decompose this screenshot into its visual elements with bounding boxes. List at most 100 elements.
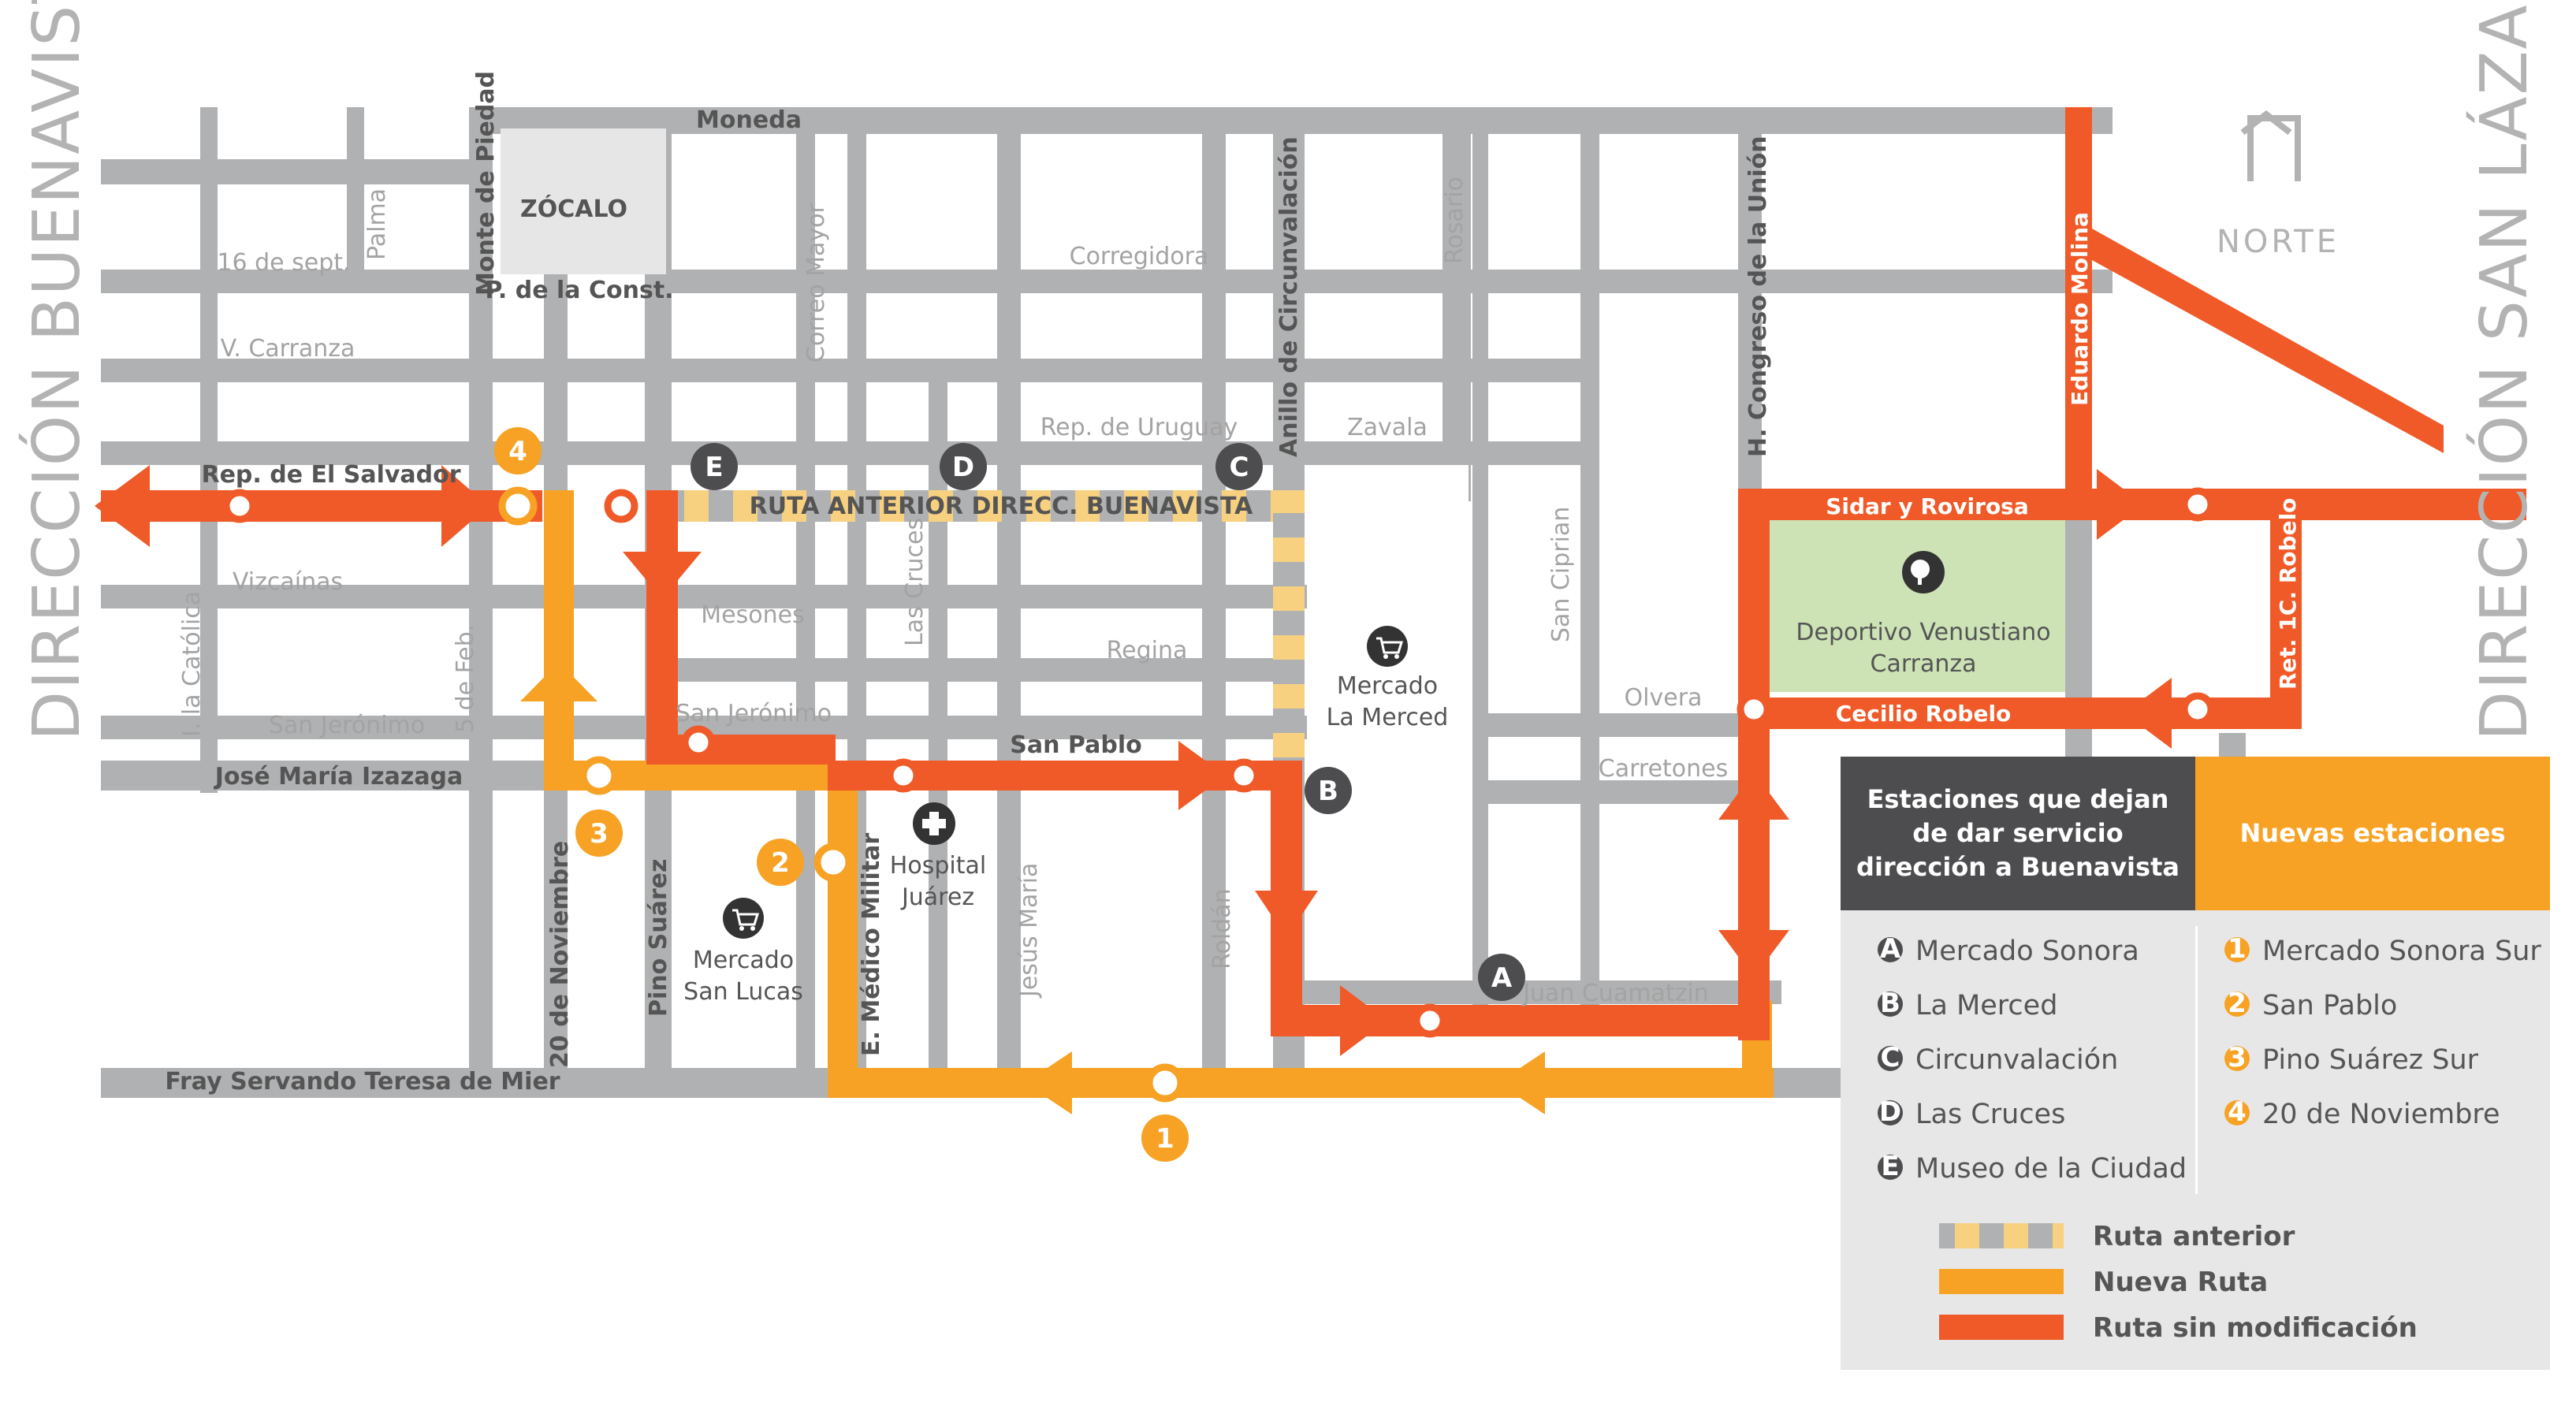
street-san-pablo: San Pablo: [1010, 731, 1141, 759]
zocalo-label: ZÓCALO: [520, 194, 627, 223]
svg-text:Mercado: Mercado: [1337, 672, 1438, 700]
svg-text:B: B: [1880, 988, 1900, 1019]
street-las-cruces: Las Cruces: [901, 518, 929, 646]
legend-new-header: Nuevas estaciones: [2240, 818, 2506, 848]
street-izazaga: José María Izazaga: [214, 763, 463, 791]
street-corregidora: Corregidora: [1070, 243, 1209, 270]
svg-text:1: 1: [2228, 933, 2247, 965]
svg-text:Museo de la Ciudad: Museo de la Ciudad: [1915, 1153, 2187, 1185]
badge-2: 2: [757, 839, 804, 886]
street-16-sept: 16 de sept.: [217, 249, 350, 277]
compass-label: NORTE: [2217, 224, 2340, 260]
svg-text:C: C: [1230, 452, 1249, 483]
swatch-nueva-ruta: [1939, 1269, 2064, 1294]
svg-text:Las Cruces: Las Cruces: [1915, 1099, 2065, 1130]
street-san-jeronimo-west: San Jerónimo: [269, 712, 425, 739]
station-markers: [222, 487, 2215, 1038]
badge-A: A: [1478, 954, 1525, 1001]
deportivo: Deportivo Venustiano Carranza: [1796, 551, 2051, 678]
street-mesones: Mesones: [701, 601, 804, 629]
new-station-markers: [498, 486, 1185, 1103]
svg-text:La Merced: La Merced: [1915, 990, 2057, 1021]
svg-text:E: E: [1881, 1151, 1899, 1182]
street-correo-mayor: Correo Mayor: [802, 203, 830, 363]
svg-text:2: 2: [2228, 988, 2247, 1019]
legend: Estaciones que dejan de dar servicio dir…: [1841, 757, 2550, 1370]
svg-text:20 de Noviembre: 20 de Noviembre: [2262, 1099, 2500, 1130]
svg-text:D: D: [952, 452, 974, 483]
legend-removed-header-2: de dar servicio: [1912, 818, 2123, 848]
svg-text:4: 4: [508, 436, 527, 467]
street-uruguay: Rep. de Uruguay: [1040, 414, 1238, 441]
direction-west-label: DIRECCIÓN BUENAVISTA: [18, 0, 95, 741]
street-san-ciprian: San Ciprian: [1547, 507, 1575, 642]
street-vizcainas: Vizcaínas: [233, 568, 343, 596]
street-roldan: Roldán: [1208, 888, 1236, 969]
street-regina: Regina: [1107, 637, 1188, 664]
street-moneda: Moneda: [696, 106, 802, 134]
svg-text:A: A: [1491, 962, 1513, 994]
svg-text:Juárez: Juárez: [900, 884, 974, 911]
street-anillo: Anillo de Circunvalación: [1275, 136, 1303, 457]
mercado-merced: Mercado La Merced: [1327, 626, 1448, 731]
badge-C: C: [1215, 443, 1263, 490]
badge-E: E: [691, 443, 738, 490]
legend-removed-header-3: dirección a Buenavista: [1856, 852, 2180, 882]
svg-text:Hospital: Hospital: [890, 852, 986, 880]
street-fray-servando: Fray Servando Teresa de Mier: [165, 1068, 560, 1096]
street-cecilio: Cecilio Robelo: [1836, 701, 2012, 727]
street-monte-piedad: Monte de Piedad: [472, 71, 500, 296]
street-cuamatzin: Juan Cuamatzin: [1521, 980, 1709, 1007]
street-sidar: Sidar y Rovirosa: [1826, 493, 2029, 519]
street-eduardo-molina: Eduardo Molina: [2067, 212, 2093, 406]
tree-icon: [1911, 560, 1930, 579]
svg-text:Mercado: Mercado: [693, 947, 794, 974]
street-congreso: H. Congreso de la Unión: [1744, 136, 1772, 457]
badge-B: B: [1305, 767, 1352, 814]
ruta-anterior-line: [670, 490, 1305, 758]
zocalo-square: [501, 128, 666, 274]
street-rosario: Rosario: [1441, 177, 1469, 264]
badge-1: 1: [1141, 1114, 1189, 1162]
svg-text:Nueva Ruta: Nueva Ruta: [2093, 1267, 2268, 1298]
legend-removed-header-1: Estaciones que dejan: [1867, 784, 2169, 814]
badge-D: D: [940, 443, 987, 490]
street-olvera: Olvera: [1625, 684, 1703, 712]
svg-text:Ruta sin modificación: Ruta sin modificación: [2093, 1312, 2418, 1344]
svg-text:Mercado Sonora Sur: Mercado Sonora Sur: [2262, 936, 2541, 967]
cart-icon: [1376, 637, 1404, 654]
street-v-carranza: V. Carranza: [221, 335, 356, 363]
compass-north-icon: [2240, 110, 2301, 181]
street-pino-suarez: Pino Suárez: [645, 859, 672, 1018]
nueva-ruta-line: [520, 490, 1774, 1114]
street-palma: Palma: [363, 188, 391, 260]
street-carretones: Carretones: [1599, 755, 1729, 783]
street-san-jeronimo-east: San Jerónimo: [676, 700, 832, 727]
legend-route-key: Ruta anterior Nueva Ruta Ruta sin modifi…: [1939, 1221, 2418, 1344]
hospital-juarez: Hospital Juárez: [890, 802, 986, 911]
svg-text:Carranza: Carranza: [1871, 650, 1977, 678]
badge-4: 4: [494, 427, 542, 474]
svg-text:A: A: [1880, 933, 1901, 965]
svg-text:B: B: [1318, 776, 1338, 807]
svg-text:Mercado Sonora: Mercado Sonora: [1915, 936, 2139, 967]
route-anterior-label: RUTA ANTERIOR DIRECC. BUENAVISTA: [750, 493, 1254, 520]
svg-text:2: 2: [771, 847, 790, 879]
street-20-noviembre: 20 de Noviembre: [546, 841, 574, 1068]
svg-text:4: 4: [2228, 1096, 2247, 1128]
svg-text:D: D: [1879, 1096, 1901, 1128]
badge-3: 3: [575, 809, 623, 857]
street-zavala: Zavala: [1347, 414, 1428, 441]
ruta-sin-modificacion-line: [95, 107, 2526, 1056]
svg-text:Pino Suárez Sur: Pino Suárez Sur: [2262, 1044, 2479, 1076]
svg-text:Circunvalación: Circunvalación: [1915, 1044, 2118, 1076]
street-medico-militar: E. Médico Militar: [858, 833, 885, 1056]
svg-text:3: 3: [2228, 1042, 2247, 1073]
street-5-feb: 5 de Feb.: [452, 624, 479, 733]
cart-icon: [732, 909, 760, 926]
legend-new-list: 1 Mercado Sonora Sur 2 San Pablo 3 Pino …: [2224, 933, 2541, 1130]
swatch-ruta-anterior: [1939, 1223, 2064, 1248]
street-catolica: I. la Católica: [178, 591, 206, 737]
svg-text:Deportivo Venustiano: Deportivo Venustiano: [1796, 619, 2050, 646]
